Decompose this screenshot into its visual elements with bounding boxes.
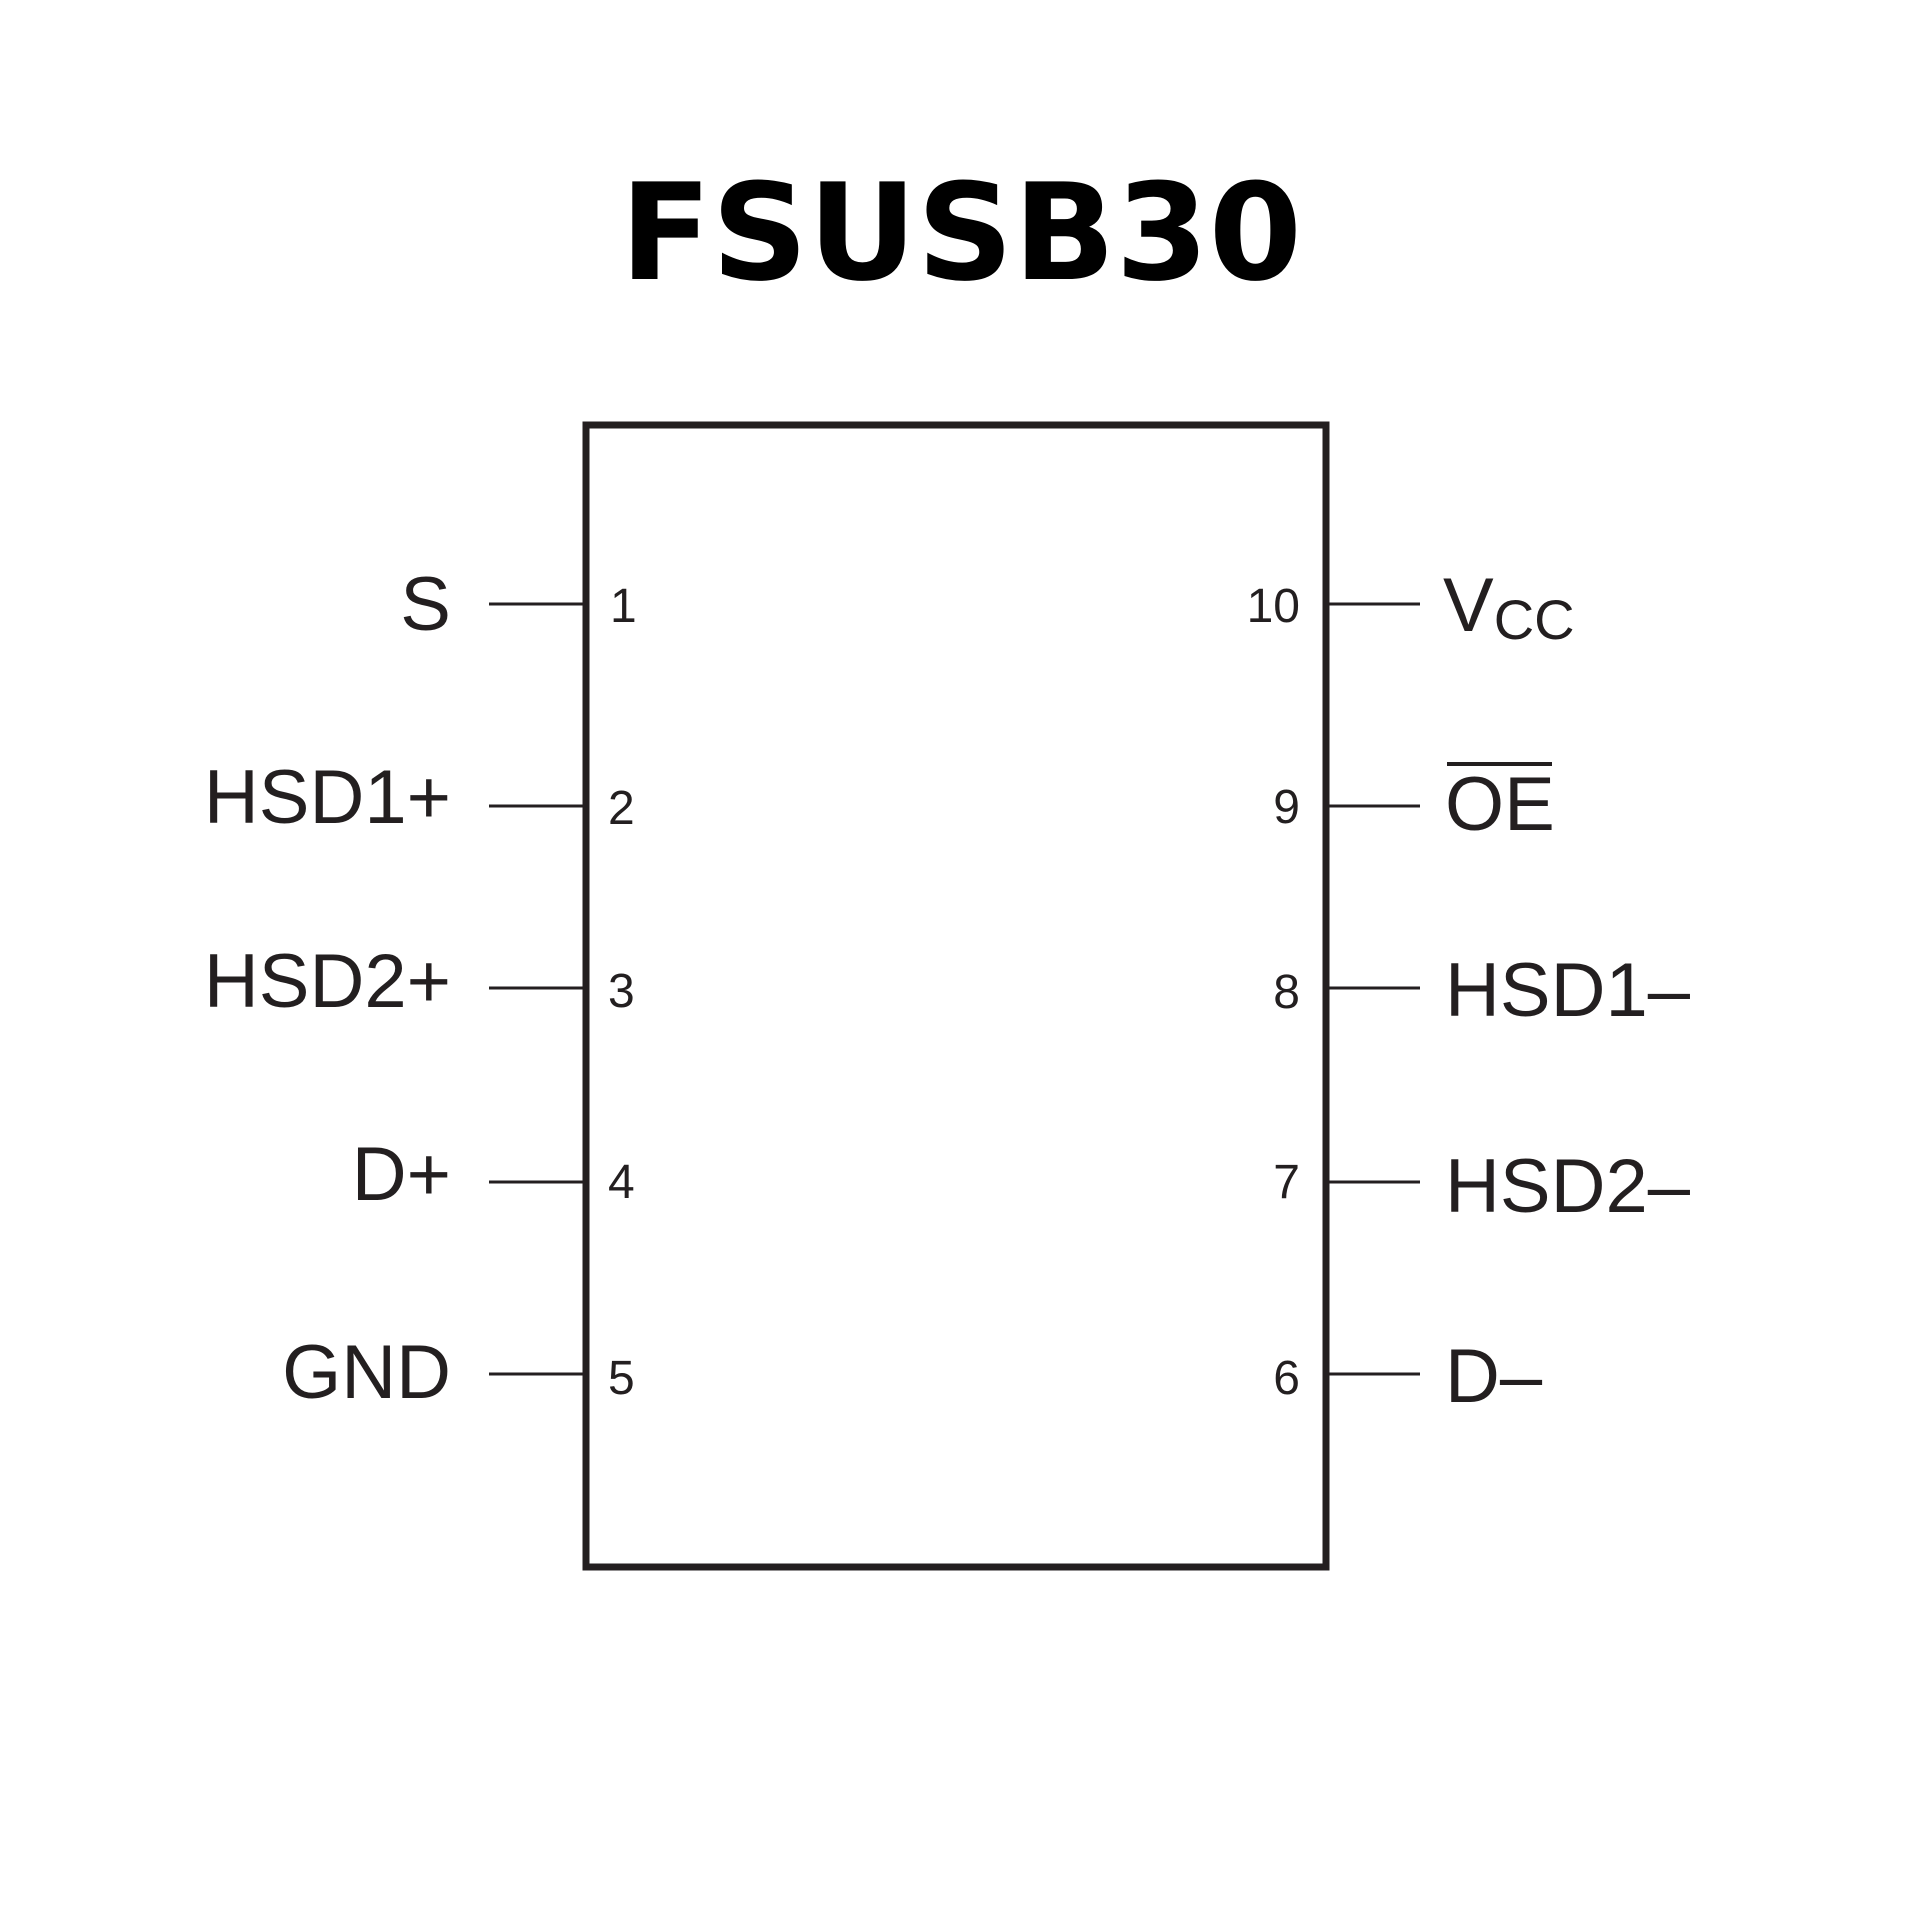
pin-name-main: V xyxy=(1443,563,1494,648)
pin-number: 1 xyxy=(610,580,637,633)
pin-name-subscript: CC xyxy=(1494,588,1575,651)
right-pin-8: 8 HSD1– xyxy=(1273,948,1690,1033)
chip-body xyxy=(582,421,1330,1571)
left-pin-3: HSD2+ 3 xyxy=(204,939,635,1024)
pin-number: 2 xyxy=(608,782,635,835)
left-pin-1: S 1 xyxy=(400,562,636,647)
pin-name: D– xyxy=(1445,1334,1543,1419)
pin-number: 9 xyxy=(1273,781,1300,834)
pin-number: 5 xyxy=(608,1352,635,1405)
pin-name: HSD1– xyxy=(1445,948,1691,1033)
left-pin-2: HSD1+ 2 xyxy=(204,755,635,840)
pin-name: GND xyxy=(282,1330,451,1415)
chip-title: FSUSB30 xyxy=(620,155,1302,311)
right-pin-10: 10 VCC xyxy=(1247,563,1575,651)
pin-number: 10 xyxy=(1247,580,1300,633)
left-pin-5: GND 5 xyxy=(282,1330,635,1415)
pin-number: 3 xyxy=(608,965,635,1018)
pin-name: HSD2– xyxy=(1445,1144,1691,1229)
pin-number: 4 xyxy=(608,1156,635,1209)
pin-name: HSD2+ xyxy=(204,939,451,1024)
pin-name: HSD1+ xyxy=(204,755,451,840)
pin-number: 6 xyxy=(1273,1352,1300,1405)
pin-number: 8 xyxy=(1273,966,1300,1019)
pin-name: D+ xyxy=(352,1132,451,1217)
pin-name: OE xyxy=(1445,762,1555,847)
pin-number: 7 xyxy=(1273,1156,1300,1209)
right-pin-6: 6 D– xyxy=(1273,1334,1543,1419)
right-pin-9: 9 OE xyxy=(1273,762,1555,847)
right-pin-7: 7 HSD2– xyxy=(1273,1144,1690,1229)
left-pin-4: D+ 4 xyxy=(352,1132,635,1217)
pin-name: S xyxy=(400,562,451,647)
pin-name: VCC xyxy=(1443,563,1575,651)
